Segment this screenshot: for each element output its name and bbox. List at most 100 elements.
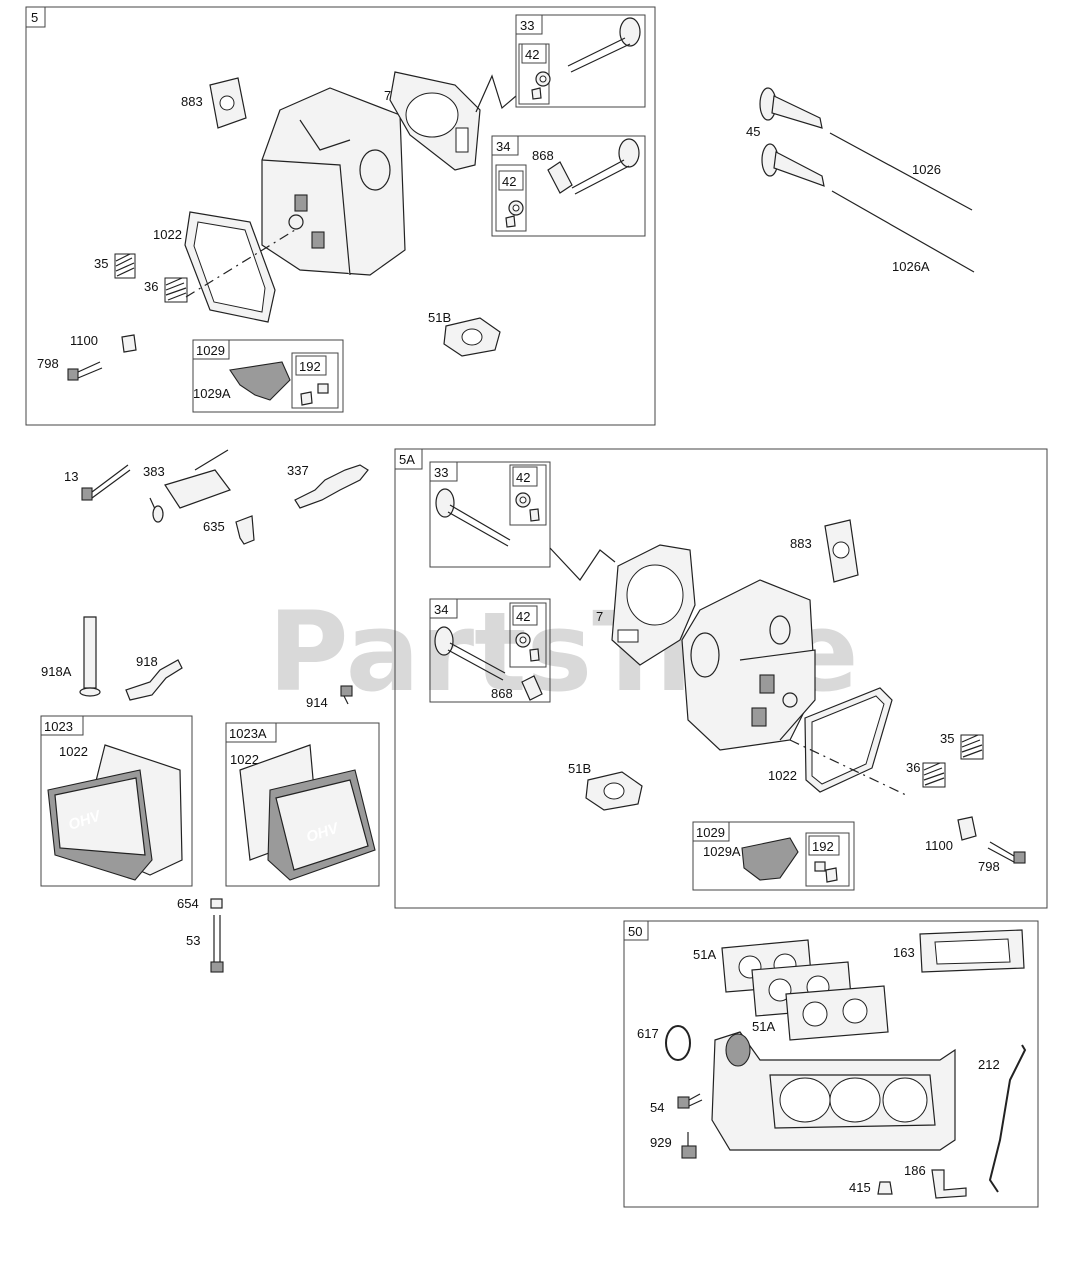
callout-798-upper[interactable]: 798 (37, 356, 59, 371)
valve-spring-36-lower[interactable] (922, 762, 946, 788)
group-42-tag-b[interactable] (498, 170, 524, 191)
callout-186[interactable]: 186 (904, 1163, 926, 1178)
rocker-nut-192-upper[interactable] (300, 383, 329, 406)
bolt-54[interactable] (677, 1093, 703, 1109)
exhaust-gasket-883-lower[interactable] (824, 519, 859, 583)
callout-635[interactable]: 635 (203, 519, 225, 534)
group-1023a-tag[interactable] (225, 722, 277, 743)
fitting-415[interactable] (877, 1181, 893, 1195)
intake-valve-33-upper[interactable] (567, 17, 641, 73)
callout-45[interactable]: 45 (746, 124, 760, 139)
valve-retainer-42-d[interactable] (515, 632, 540, 662)
callout-798-lower[interactable]: 798 (978, 859, 1000, 874)
valve-spring-35-lower[interactable] (960, 734, 984, 760)
rocker-cover-1023[interactable]: OHV (47, 744, 183, 881)
intake-gasket-51b-upper[interactable] (443, 317, 501, 357)
nut-1100-lower[interactable] (957, 816, 977, 841)
callout-13[interactable]: 13 (64, 469, 78, 484)
callout-868-lower[interactable]: 868 (491, 686, 513, 701)
rocker-arm-1029a-lower[interactable] (741, 837, 799, 881)
group-33-tag-upper[interactable] (515, 14, 543, 35)
gasket-163[interactable] (919, 929, 1025, 973)
elbow-fitting-186[interactable] (931, 1169, 967, 1199)
valve-retainer-42-c[interactable] (515, 492, 540, 522)
head-gasket-7-lower[interactable] (611, 544, 696, 666)
valve-spring-35-upper[interactable] (114, 253, 136, 279)
group-192-tag-upper[interactable] (295, 355, 327, 376)
callout-654[interactable]: 654 (177, 896, 199, 911)
callout-35-lower[interactable]: 35 (940, 731, 954, 746)
intake-manifold[interactable] (711, 1031, 956, 1151)
spark-plug-337[interactable] (294, 464, 369, 509)
callout-383[interactable]: 383 (143, 464, 165, 479)
callout-883-lower[interactable]: 883 (790, 536, 812, 551)
bolt-798-upper[interactable] (67, 361, 103, 381)
group-1023-tag[interactable] (40, 715, 84, 736)
valve-seal-868-lower[interactable] (521, 675, 543, 701)
bolt-13[interactable] (81, 464, 131, 501)
callout-163[interactable]: 163 (893, 945, 915, 960)
callout-51a-upper[interactable]: 51A (693, 947, 716, 962)
callout-337[interactable]: 337 (287, 463, 309, 478)
callout-1022-cover-right[interactable]: 1022 (230, 752, 259, 767)
callout-212[interactable]: 212 (978, 1057, 1000, 1072)
rocker-nut-192-lower[interactable] (814, 861, 838, 883)
callout-36-lower[interactable]: 36 (906, 760, 920, 775)
callout-53[interactable]: 53 (186, 933, 200, 948)
callout-868[interactable]: 868 (532, 148, 554, 163)
callout-54[interactable]: 54 (650, 1100, 664, 1115)
group-5-tag[interactable] (25, 6, 46, 28)
valve-retainer-42-b[interactable] (505, 200, 524, 228)
group-34-tag-upper[interactable] (491, 135, 519, 156)
rocker-cover-gasket-1022-upper[interactable] (184, 211, 276, 323)
rocker-cover-gasket-1022-lower[interactable] (804, 687, 893, 793)
callout-617[interactable]: 617 (637, 1026, 659, 1041)
callout-883[interactable]: 883 (181, 94, 203, 109)
pushrod-1026a[interactable] (831, 190, 975, 273)
fuel-line-212[interactable] (988, 1044, 1027, 1193)
dipstick-tube-918a[interactable] (79, 616, 101, 697)
group-42-tag-d[interactable] (512, 605, 538, 626)
group-42-tag-a[interactable] (521, 43, 547, 64)
breather-tube-918[interactable] (125, 659, 183, 701)
callout-36-upper[interactable]: 36 (144, 279, 158, 294)
group-1029-tag-lower[interactable] (692, 821, 730, 842)
exhaust-valve-34-lower[interactable] (434, 626, 506, 681)
bolt-798-lower[interactable] (987, 841, 1026, 864)
group-33-tag-lower[interactable] (429, 461, 458, 482)
stud-53[interactable] (210, 915, 224, 973)
callout-51a-lower[interactable]: 51A (752, 1019, 775, 1034)
group-5a-tag[interactable] (394, 448, 423, 470)
callout-51b-lower[interactable]: 51B (568, 761, 591, 776)
callout-7-lower[interactable]: 7 (596, 609, 603, 624)
callout-1022-cover-left[interactable]: 1022 (59, 744, 88, 759)
rocker-cover-1023a[interactable]: OHV (239, 744, 376, 881)
callout-1022-upper[interactable]: 1022 (153, 227, 182, 242)
o-ring-617[interactable] (665, 1025, 691, 1061)
intake-gasket-51a-3[interactable] (785, 985, 889, 1041)
nut-654[interactable] (210, 898, 223, 909)
exhaust-gasket-883-upper[interactable] (209, 77, 247, 129)
group-34-tag-lower[interactable] (429, 598, 458, 619)
callout-51b-upper[interactable]: 51B (428, 310, 451, 325)
callout-918[interactable]: 918 (136, 654, 158, 669)
callout-7[interactable]: 7 (384, 88, 391, 103)
intake-gasket-51b-lower[interactable] (585, 771, 643, 811)
screw-914[interactable] (340, 685, 353, 705)
callout-1026[interactable]: 1026 (912, 162, 941, 177)
crankcase-breather-383[interactable] (149, 449, 231, 523)
exhaust-valve-34-upper[interactable] (571, 138, 640, 195)
callout-918a[interactable]: 918A (41, 664, 72, 679)
callout-1100-upper[interactable]: 1100 (70, 333, 98, 348)
cylinder-head-upper[interactable] (261, 87, 406, 276)
group-192-tag-lower[interactable] (808, 835, 840, 856)
pushrod-1026[interactable] (829, 132, 973, 211)
screw-929[interactable] (681, 1132, 697, 1159)
callout-415[interactable]: 415 (849, 1180, 871, 1195)
head-gasket-7-upper[interactable] (389, 71, 481, 171)
valve-45-lower[interactable] (761, 143, 825, 187)
callout-914[interactable]: 914 (306, 695, 328, 710)
spark-plug-boot-635[interactable] (235, 515, 255, 545)
valve-45[interactable] (759, 87, 823, 129)
callout-929[interactable]: 929 (650, 1135, 672, 1150)
